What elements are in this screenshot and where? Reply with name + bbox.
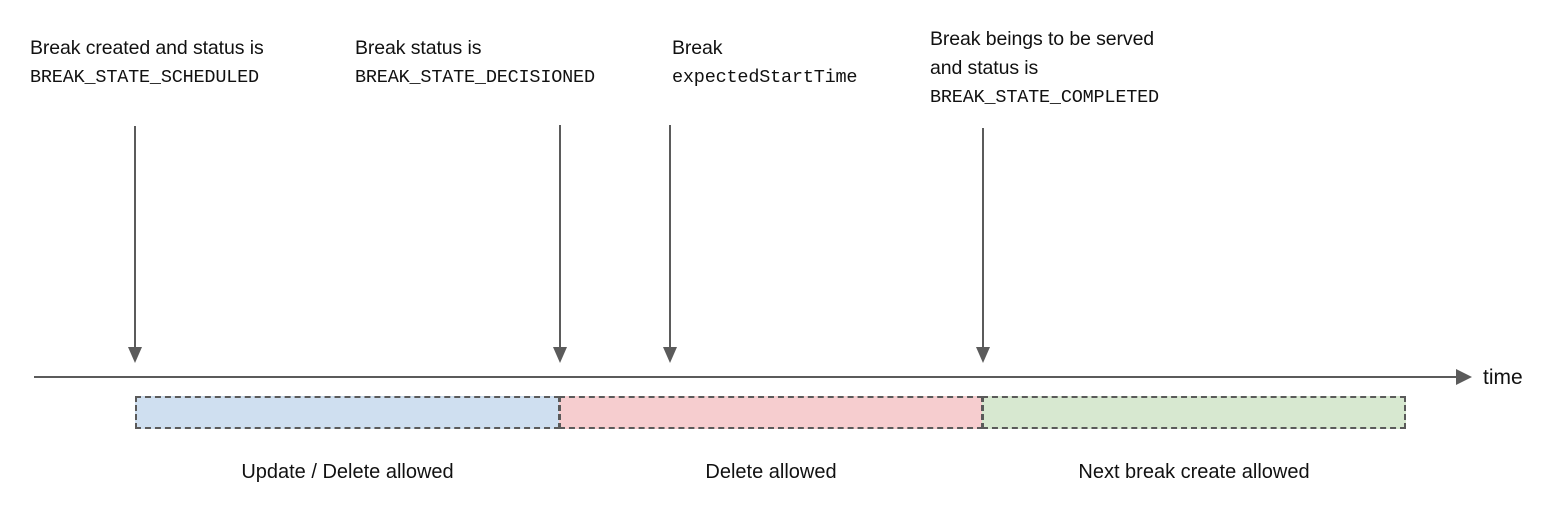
annotation-completed-line-1: Break beings to be served	[930, 28, 1155, 50]
annotation-scheduled: Break created and status is BREAK_STATE_…	[30, 34, 264, 92]
right-arrow-icon-time-axis	[1456, 369, 1472, 385]
annotation-expected-start-line-1: Break	[672, 37, 723, 59]
down-arrow-icon-expected-start	[663, 125, 677, 363]
time-axis	[34, 369, 1472, 385]
arrow-head	[976, 347, 990, 363]
annotation-completed: Break beings to be served and status is …	[930, 25, 1159, 112]
annotation-decisioned-line-2: BREAK_STATE_DECISIONED	[355, 67, 595, 88]
time-axis-label: time	[1483, 366, 1523, 389]
phase-caption-completed: Next break create allowed	[1078, 461, 1310, 483]
phase-bar-scheduled	[135, 396, 560, 429]
arrow-shaft	[134, 126, 136, 347]
annotation-scheduled-line-1: Break created and status is	[30, 37, 264, 59]
phase-caption-decisioned: Delete allowed	[705, 461, 837, 483]
annotation-expected-start: Break expectedStartTime	[672, 34, 858, 92]
arrow-shaft	[669, 125, 671, 347]
arrow-shaft	[559, 125, 561, 347]
phase-bar-completed	[982, 396, 1406, 429]
arrow-head	[128, 347, 142, 363]
arrow-shaft	[982, 128, 984, 347]
annotation-scheduled-line-2: BREAK_STATE_SCHEDULED	[30, 67, 259, 88]
annotation-expected-start-line-2: expectedStartTime	[672, 67, 858, 88]
phase-bar-decisioned	[559, 396, 983, 429]
arrow-head	[663, 347, 677, 363]
annotation-decisioned: Break status is BREAK_STATE_DECISIONED	[355, 34, 595, 92]
down-arrow-icon-scheduled	[128, 126, 142, 363]
phase-caption-scheduled: Update / Delete allowed	[241, 461, 454, 483]
down-arrow-icon-completed	[976, 128, 990, 363]
annotation-completed-line-3: BREAK_STATE_COMPLETED	[930, 87, 1159, 108]
annotation-decisioned-line-1: Break status is	[355, 37, 482, 59]
arrow-head	[553, 347, 567, 363]
annotation-completed-line-2: and status is	[930, 57, 1039, 79]
down-arrow-icon-decisioned	[553, 125, 567, 363]
time-axis-line	[34, 376, 1459, 378]
